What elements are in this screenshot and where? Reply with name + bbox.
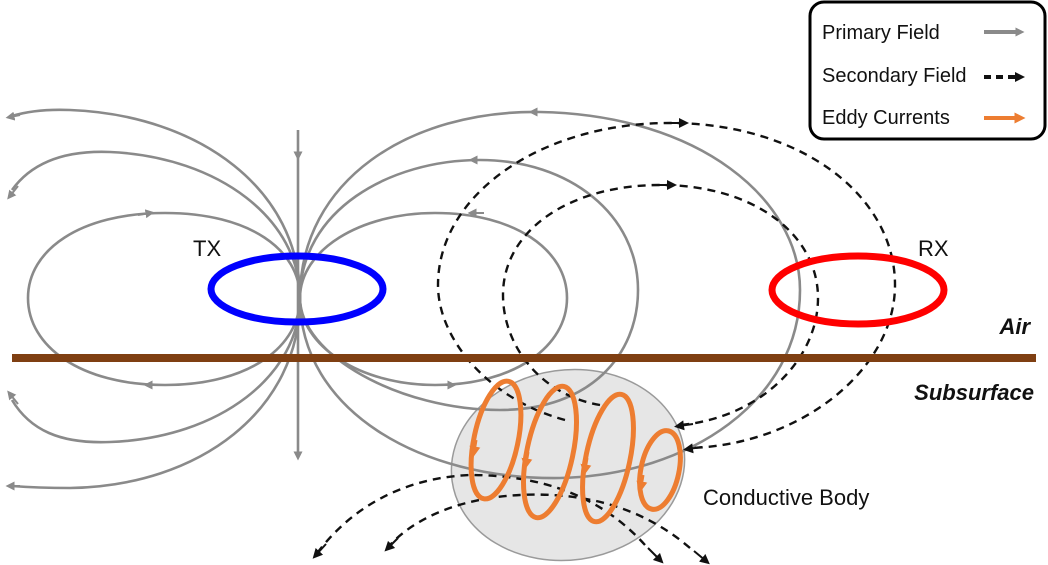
primary-field-line-right-middle [298, 158, 640, 412]
primary-field-line-left-outer-bottom [11, 297, 302, 490]
tx-label: TX [193, 236, 221, 261]
legend-eddy-label: Eddy Currents [822, 107, 950, 129]
legend-primary-label: Primary Field [822, 22, 940, 44]
primary-field-line-left-middle-bottom [10, 297, 302, 444]
eddy-current-loop-1 [468, 378, 524, 502]
eddy-current-arrows [469, 439, 648, 493]
legend-box [808, 0, 1047, 141]
secondary-field-line-bottom-left-inner [389, 493, 691, 549]
transmitter-coil [207, 252, 387, 326]
conductive-body-label: Conductive Body [703, 485, 869, 510]
receiver-coil [768, 252, 948, 328]
primary-field-line-right-inner [298, 211, 569, 387]
rx-label: RX [918, 236, 949, 261]
primary-field-line-left-middle [10, 150, 302, 299]
secondary-field-line-bottom-left-outer [317, 473, 646, 553]
primary-field-line-left-inner [26, 211, 302, 387]
primary-field-lines [10, 108, 802, 490]
eddy-currents [468, 378, 683, 525]
eddy-current-loop-3 [580, 391, 636, 525]
subsurface-label: Subsurface [914, 380, 1034, 405]
legend: Primary Field Secondary Field Eddy Curre… [808, 0, 1047, 141]
primary-field-arrows [5, 107, 545, 491]
secondary-field-arrows [312, 118, 710, 565]
legend-secondary-label: Secondary Field [822, 65, 967, 87]
air-label: Air [998, 314, 1031, 339]
primary-field-line-right-outer [298, 110, 802, 480]
eddy-current-loop-4 [637, 428, 683, 512]
primary-field-line-left-outer [11, 108, 302, 299]
secondary-field-line-inner [501, 183, 820, 427]
eddy-current-loop-2 [521, 383, 579, 521]
